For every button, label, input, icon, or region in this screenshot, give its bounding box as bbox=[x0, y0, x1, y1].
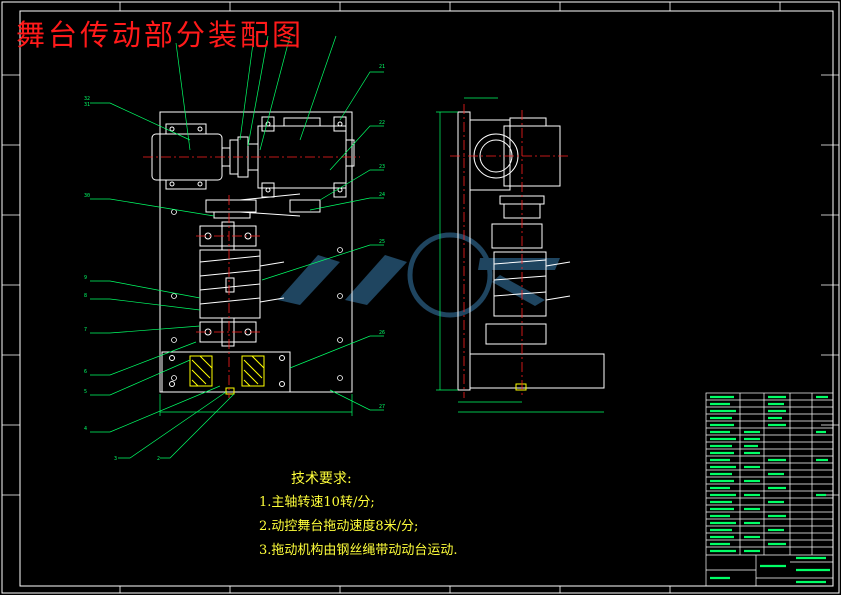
watermark bbox=[278, 232, 560, 318]
svg-text:26: 26 bbox=[379, 330, 385, 336]
side-centerlines bbox=[450, 104, 570, 398]
side-dimensions bbox=[436, 97, 604, 413]
drawing-title: 舞台传动部分装配图 bbox=[16, 18, 305, 52]
mounting-holes bbox=[171, 209, 343, 381]
svg-text:5: 5 bbox=[84, 389, 87, 395]
tech-requirement-3: 3.拖动机构由钢丝绳带动动台运动. bbox=[259, 543, 458, 558]
front-width-dimension bbox=[159, 394, 353, 416]
svg-text:7: 7 bbox=[84, 327, 87, 333]
tech-requirement-2: 2.动控舞台拖动速度8米/分; bbox=[259, 519, 419, 534]
svg-text:21: 21 bbox=[379, 64, 385, 70]
rope-drum bbox=[199, 249, 285, 319]
svg-text:24: 24 bbox=[379, 192, 385, 198]
svg-text:4: 4 bbox=[84, 426, 87, 432]
tech-requirements-heading: 技术要求: bbox=[291, 471, 352, 487]
svg-text:30: 30 bbox=[84, 193, 90, 199]
svg-text:9: 9 bbox=[84, 275, 87, 281]
tech-requirement-1: 1.主轴转速10转/分; bbox=[259, 495, 375, 510]
motor bbox=[151, 123, 223, 190]
svg-text:32: 32 bbox=[84, 96, 90, 102]
svg-text:22: 22 bbox=[379, 120, 385, 126]
bottom-housing bbox=[161, 351, 291, 393]
svg-text:27: 27 bbox=[379, 404, 385, 410]
svg-text:31: 31 bbox=[84, 102, 90, 108]
svg-text:3: 3 bbox=[114, 456, 117, 462]
leader-lines bbox=[90, 35, 384, 459]
parts-list bbox=[705, 392, 834, 587]
svg-text:23: 23 bbox=[379, 164, 385, 170]
parts-list-entries bbox=[710, 395, 830, 584]
svg-text:2: 2 bbox=[157, 456, 160, 462]
front-view bbox=[143, 111, 360, 416]
base-plate bbox=[159, 111, 353, 393]
front-centerlines bbox=[143, 156, 360, 398]
shaft-end bbox=[225, 387, 235, 395]
svg-text:25: 25 bbox=[379, 239, 385, 245]
svg-text:6: 6 bbox=[84, 369, 87, 375]
belt-drive bbox=[205, 193, 321, 219]
svg-text:8: 8 bbox=[84, 293, 87, 299]
